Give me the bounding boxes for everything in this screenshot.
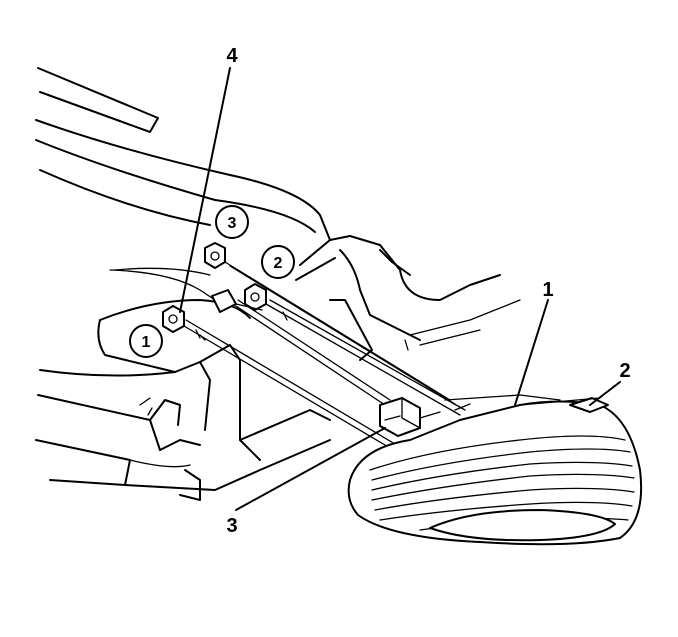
leader-lines [179,67,621,511]
bumper-fascia [35,267,331,501]
harness-connector [109,269,263,313]
circled-callout-1-text: 1 [142,334,151,351]
callout-2-label: 2 [619,360,630,382]
circled-callout-2-text: 2 [274,255,283,272]
alignment-lines [183,261,466,449]
lamp-electrical-connector [379,397,441,437]
callout-1-label: 1 [542,279,553,301]
fastener-nut-3 [204,242,226,269]
callout-4-label: 4 [226,45,238,67]
rear-body-panel [35,67,521,361]
tail-lamp-assembly [347,394,643,546]
circled-callout-3-text: 3 [228,215,237,232]
circled-callout-2: 2 [261,245,295,279]
callout-3-label: 3 [226,515,237,537]
circled-callout-1: 1 [129,324,163,358]
circled-callout-3: 3 [215,205,249,239]
